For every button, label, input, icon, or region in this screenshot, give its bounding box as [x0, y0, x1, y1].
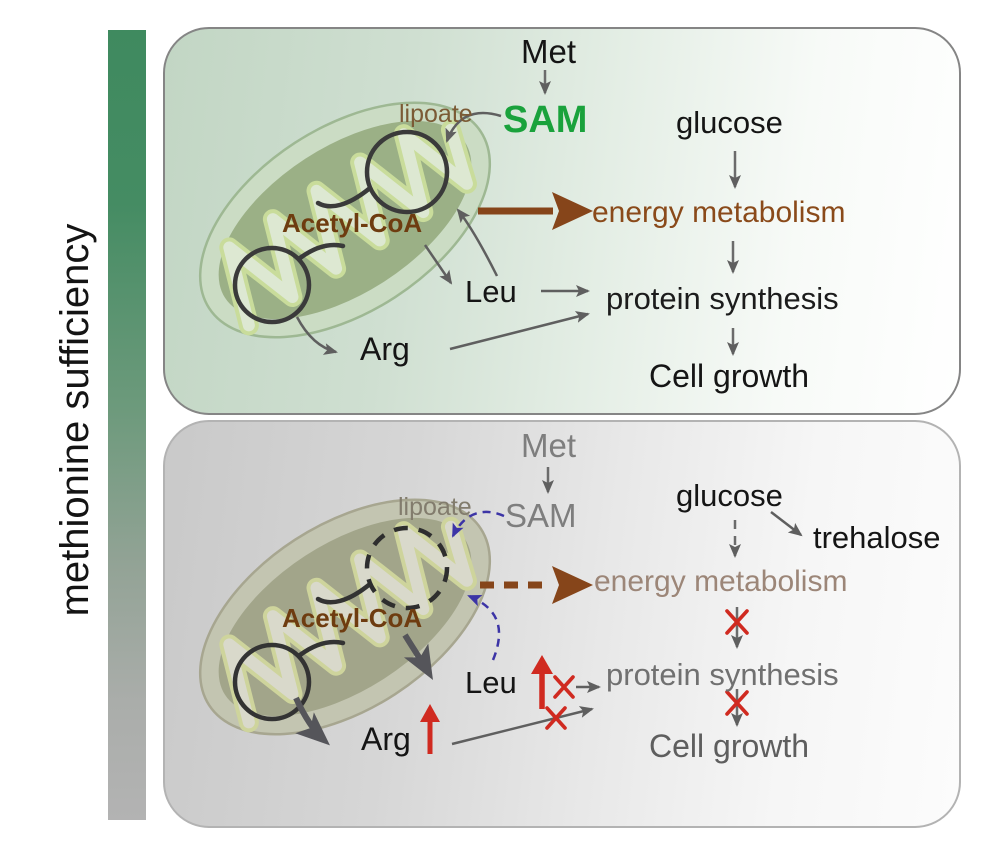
- tca-cycle-tail-icon: [297, 639, 346, 658]
- tca-cycle-icon: [232, 245, 312, 325]
- arrow-arg-to-protein: [449, 311, 590, 351]
- label-sam: SAM: [503, 99, 588, 141]
- block-x-icon: [545, 706, 567, 730]
- arrow-sam-to-tca-dashed: [451, 510, 505, 538]
- label-acetyl-coa: Acetyl-CoA: [282, 208, 423, 238]
- label-cell-growth: Cell growth: [649, 358, 810, 394]
- axis-label-methionine-sufficiency: methionine sufficiency: [53, 223, 97, 617]
- label-protein-synthesis: protein synthesis: [606, 281, 839, 316]
- upregulated-arrow-leu-icon: [531, 655, 553, 709]
- label-protein-synthesis: protein synthesis: [606, 657, 839, 692]
- label-sam: SAM: [505, 497, 577, 534]
- block-x-icon: [553, 675, 575, 699]
- arrow-sam-to-tca: [445, 111, 502, 143]
- tca-cycle-icon: [232, 642, 312, 722]
- label-lipoate: lipoate: [399, 100, 473, 128]
- block-x-icon: [725, 609, 749, 635]
- arrow-arg-to-protein-blocked: [451, 706, 594, 746]
- label-leu: Leu: [465, 665, 517, 700]
- tca-cycle-tail-icon: [315, 185, 373, 209]
- arrow-leu-to-tca: [456, 208, 499, 277]
- label-acetyl-coa: Acetyl-CoA: [282, 603, 423, 633]
- tca-cycle-impaired-icon: [364, 525, 450, 611]
- label-trehalose: trehalose: [813, 520, 941, 555]
- label-glucose: glucose: [676, 478, 783, 513]
- mitochondrion-sufficient-icon: [198, 101, 492, 339]
- arrow-tca-to-arg: [295, 316, 338, 355]
- label-cell-growth: Cell growth: [649, 728, 810, 764]
- block-x-icon: [725, 690, 749, 716]
- label-energy-metabolism: energy metabolism: [594, 565, 848, 598]
- arrowhead-brown: [552, 566, 593, 604]
- arrow-tca-to-leu-thick: [402, 633, 433, 680]
- label-met: Met: [521, 33, 577, 70]
- arrow-tca-to-leu: [423, 244, 453, 285]
- methionine-gradient-bar: [108, 30, 146, 820]
- tca-cycle-tail-icon: [297, 242, 346, 261]
- label-leu: Leu: [465, 274, 517, 309]
- label-arg: Arg: [361, 721, 411, 757]
- arrowhead-brown: [552, 192, 593, 230]
- label-glucose: glucose: [676, 105, 783, 140]
- arrow-tca-to-arg-thick: [293, 696, 330, 746]
- label-energy-metabolism: energy metabolism: [592, 196, 846, 229]
- upregulated-arrow-arg-icon: [420, 704, 440, 754]
- arrow-glucose-to-trehalose: [770, 511, 803, 537]
- label-met: Met: [521, 427, 577, 464]
- tca-cycle-icon: [364, 129, 450, 215]
- label-lipoate: lipoate: [398, 493, 472, 521]
- label-arg: Arg: [360, 331, 410, 367]
- tca-cycle-tail-icon: [315, 581, 373, 605]
